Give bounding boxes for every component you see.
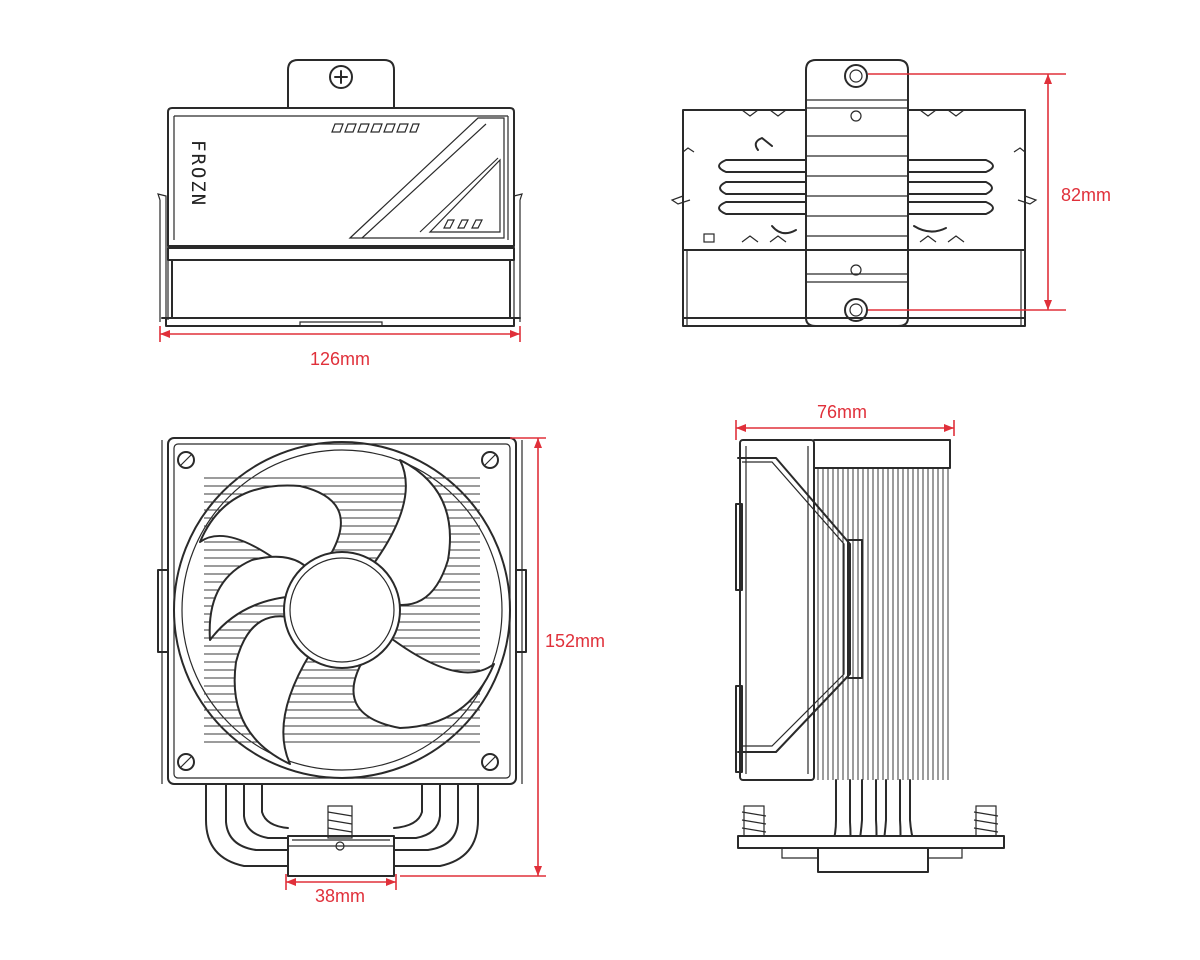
screw-icon xyxy=(844,64,868,88)
dimension-fan-depth: 76mm xyxy=(735,402,955,440)
screw-icon xyxy=(177,451,195,469)
dimension-base-width: 38mm xyxy=(285,874,397,906)
screw-icon xyxy=(844,298,868,322)
base-width-label: 38mm xyxy=(315,886,365,906)
mount-depth-label: 82mm xyxy=(1061,185,1111,205)
fan-depth-label: 76mm xyxy=(817,402,867,422)
side-fins xyxy=(817,468,949,780)
vent-slots xyxy=(331,123,420,133)
brand-logo: FROZN xyxy=(187,140,209,207)
width-label: 126mm xyxy=(310,349,370,369)
spring-right xyxy=(973,805,999,837)
height-label: 152mm xyxy=(545,631,605,651)
heatpipes xyxy=(718,137,994,235)
dimension-height: 152mm xyxy=(400,437,605,877)
fan-blades xyxy=(199,459,495,765)
dimension-width: 126mm xyxy=(159,326,521,369)
screw-icon xyxy=(481,753,499,771)
fan-view xyxy=(157,437,527,877)
side-view xyxy=(735,439,1005,873)
spring-left xyxy=(741,805,767,837)
screw-icon xyxy=(481,451,499,469)
top-view: FROZN xyxy=(157,59,523,327)
dimension-mount-depth: 82mm xyxy=(868,73,1111,311)
screw-icon xyxy=(177,753,195,771)
fan-hub xyxy=(283,551,401,669)
front-view xyxy=(670,59,1038,327)
screw-icon xyxy=(329,65,353,89)
